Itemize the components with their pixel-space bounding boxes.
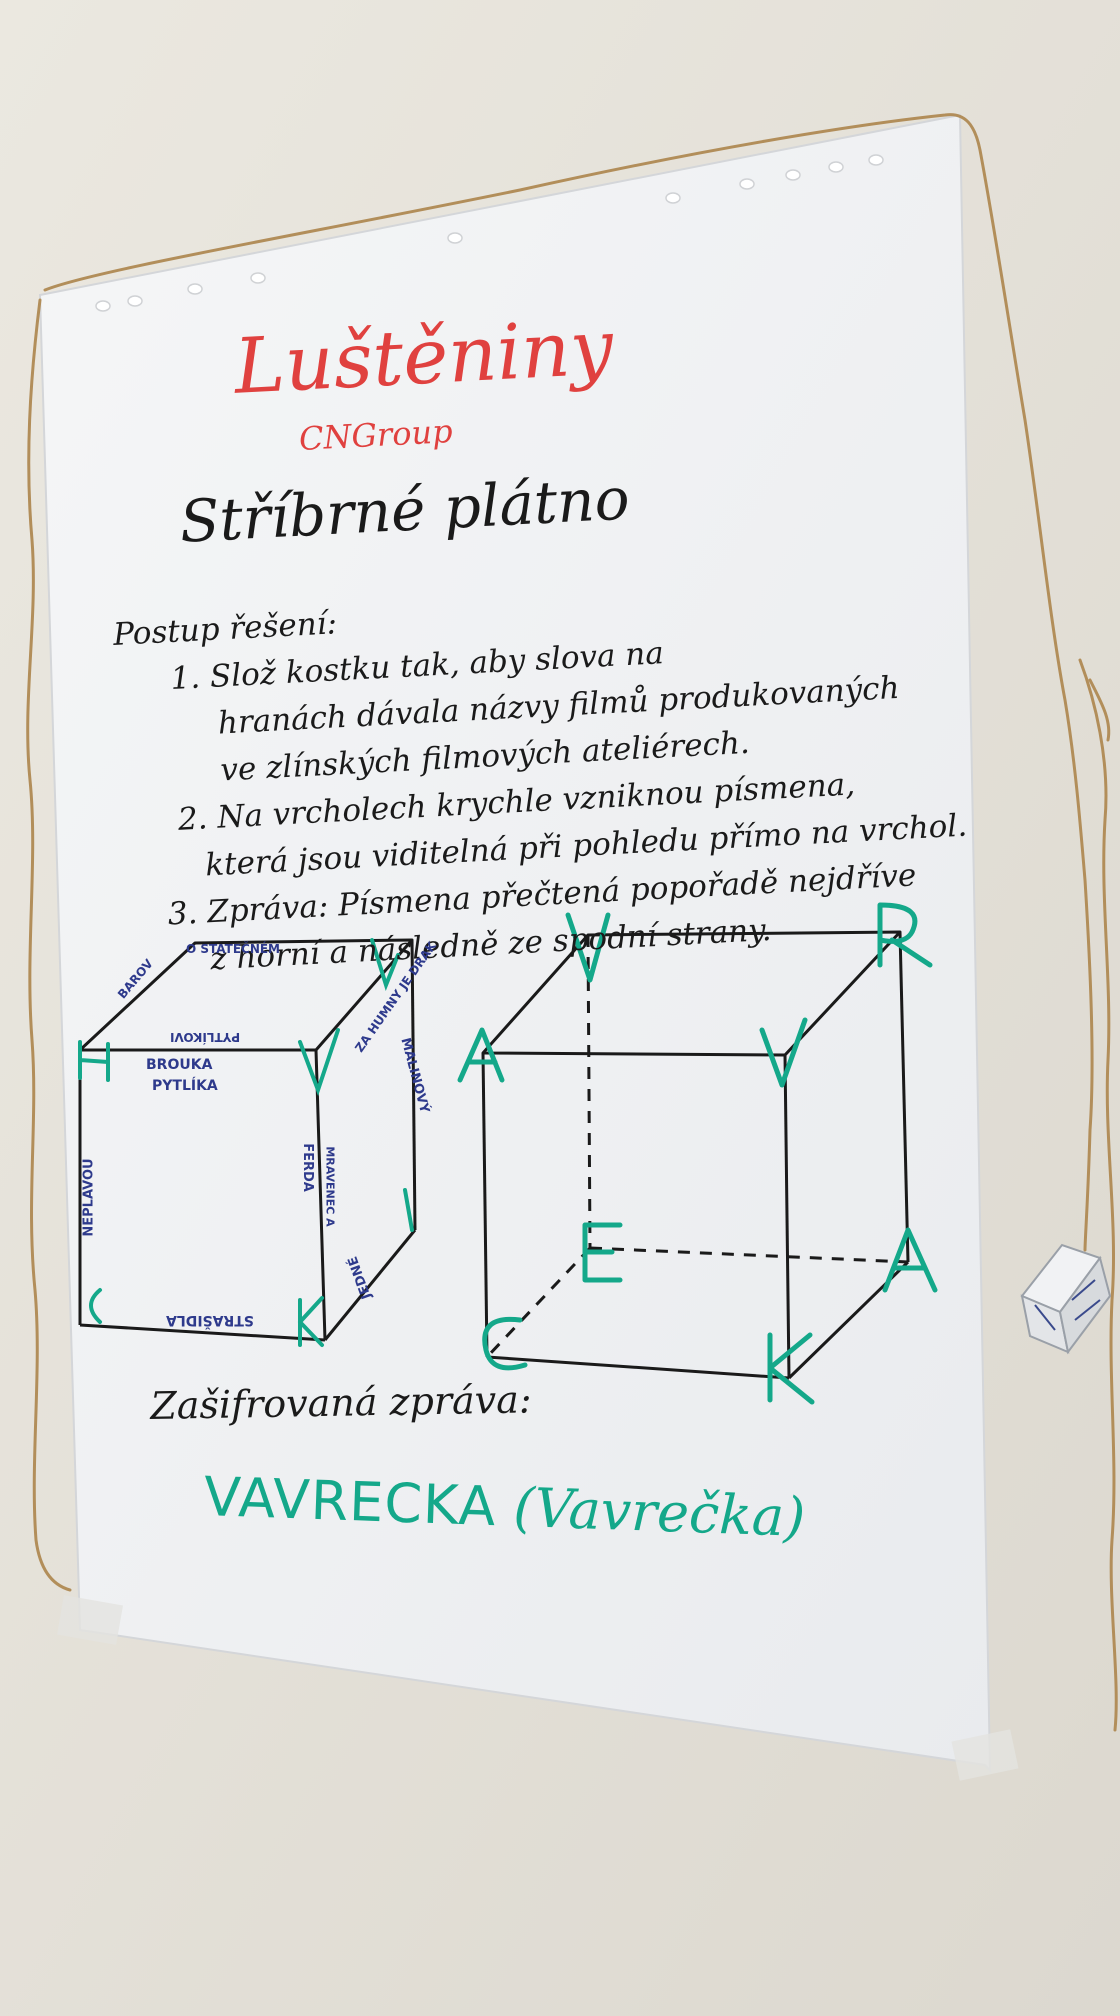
cube-label-front-top: BROUKA <box>146 1057 213 1073</box>
right-cube-vertex-letters <box>457 902 938 1405</box>
answer-name: (Vavrečka) <box>512 1475 807 1549</box>
encrypted-message-label: Zašifrovaná zpráva: <box>150 1377 532 1428</box>
right-cube <box>481 930 910 1380</box>
cube-label-front-left: NEPLAVOU <box>81 1158 97 1237</box>
left-cube-vertex-marks <box>78 938 414 1347</box>
punch-holes <box>95 154 884 312</box>
cube-label-top-front: PYTLÍKOVI <box>170 1030 241 1044</box>
twine <box>26 113 1118 1732</box>
left-cube <box>78 938 417 1342</box>
right-cube-hidden-edges <box>485 934 909 1359</box>
cube-label-bottom-front: STRAŠIDLA <box>166 1312 254 1328</box>
cube-label-front-right: FERDA <box>299 1143 315 1192</box>
company-name: CNGroup <box>298 411 454 458</box>
cube-label-top-back: O STATEČNÉM <box>186 942 281 956</box>
answer-code: VAVRECKA <box>202 1465 498 1539</box>
hanging-paper-cube <box>1020 1243 1112 1355</box>
cube-label-front-top-2: PYTLÍKA <box>152 1078 218 1094</box>
cube-label-front-right-2: MRAVENEC A <box>323 1146 337 1227</box>
instructions-block: Postup řešení: 1. Slož kostku tak, aby s… <box>112 568 973 988</box>
